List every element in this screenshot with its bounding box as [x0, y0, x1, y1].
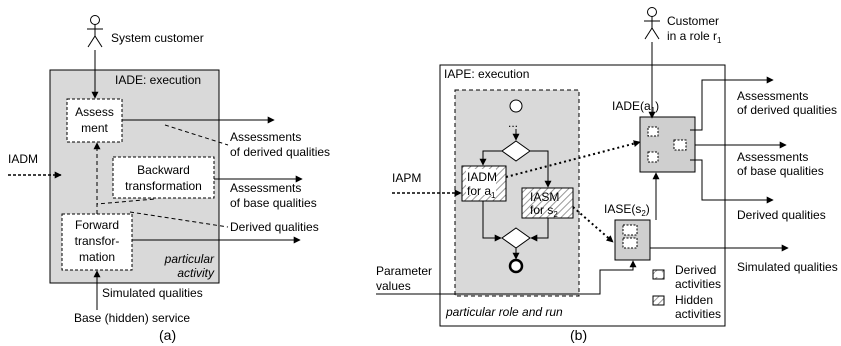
base-assessment-label-1: Assessments — [737, 150, 808, 164]
particular-activity-label-1: particular — [164, 252, 215, 266]
simulated-qualities-label: Simulated qualities — [737, 260, 838, 274]
iasm-for-s2-box — [521, 187, 574, 219]
base-service-label: Base (hidden) service — [74, 311, 190, 325]
derived-assessment-output — [690, 76, 774, 131]
assessment-box — [66, 98, 123, 143]
panel-b: Customer in a role r1 IAPE: execution ..… — [376, 7, 838, 343]
iadm-label-2: for a1 — [467, 184, 496, 200]
base-assessment-label-2: of base qualities — [230, 196, 317, 210]
iade-a1-box — [639, 116, 696, 173]
forward-label-1: Forward — [75, 218, 119, 232]
derived-qualities-label: Derived qualities — [737, 208, 826, 222]
legend-hidden-label-1: Hidden — [675, 293, 713, 307]
iadm-input-label: IADM — [8, 152, 38, 166]
legend-hidden-label-2: activities — [675, 307, 721, 321]
caption-a: (a) — [159, 327, 176, 343]
end-node — [508, 258, 524, 274]
forward-label-3: mation — [79, 250, 115, 264]
iasm-label-1: IASM — [530, 190, 559, 204]
legend-derived-label-2: activities — [675, 277, 721, 291]
system-customer-actor-icon — [87, 15, 103, 48]
particular-role-run-label: particular role and run — [445, 305, 563, 319]
customer-label-1: Customer — [667, 14, 719, 28]
forward-to-backward-flow — [96, 198, 156, 214]
iasm-label-2: for s2 — [530, 203, 558, 219]
customer-actor-icon — [644, 7, 660, 40]
ellipsis: ... — [508, 116, 518, 130]
system-customer-label: System customer — [111, 31, 204, 45]
split-diamond — [501, 140, 531, 162]
derived-assessment-label-1: Assessments — [230, 130, 301, 144]
derived-assessment-label-1: Assessments — [737, 89, 808, 103]
particular-activity-label-2: activity — [177, 266, 215, 280]
process-flow: ... — [479, 99, 552, 274]
iadm-label-1: IADM — [467, 170, 497, 184]
derived-qualities-pointer — [129, 211, 229, 228]
iape-execution-title: IAPE: execution — [444, 67, 529, 81]
base-assessment-label-1: Assessments — [230, 181, 301, 195]
simulated-qualities-label: Simulated qualities — [102, 286, 203, 300]
iase-s2-label: IASE(s2) — [604, 202, 650, 218]
start-node — [509, 99, 523, 113]
legend-hidden-swatch — [652, 295, 665, 306]
derived-assessment-label-2: of derived qualities — [230, 145, 330, 159]
iade-execution-title: IADE: execution — [115, 73, 201, 87]
backward-label-1: Backward — [137, 163, 190, 177]
backward-label-2: transformation — [125, 179, 202, 193]
assessment-label-2: ment — [81, 121, 108, 135]
caption-b: (b) — [570, 327, 587, 343]
forward-label-2: transfor- — [75, 234, 120, 248]
parameter-values-label-2: values — [376, 279, 411, 293]
panel-a: System customer IADE: execution Assess m… — [8, 15, 330, 343]
iadm-to-iade-link — [505, 140, 641, 178]
assessment-label-1: Assess — [75, 105, 114, 119]
backward-transformation-box — [112, 156, 215, 199]
base-assessment-label-2: of base qualities — [737, 164, 824, 178]
iapm-input-label: IAPM — [392, 171, 421, 185]
customer-label-2: in a role r1 — [667, 29, 722, 45]
derived-qualities-output — [690, 159, 774, 204]
parameter-values-arrow — [376, 260, 637, 295]
forward-transformation-box — [61, 213, 133, 271]
iasm-to-iase-link — [572, 206, 614, 243]
parameter-values-label-1: Parameter — [376, 264, 432, 278]
iade-a1-label: IADE(a1) — [612, 99, 659, 115]
derived-assessment-label-2: of derived qualities — [737, 103, 837, 117]
legend-derived-label-1: Derived — [675, 263, 716, 277]
derived-qualities-label: Derived qualities — [230, 220, 319, 234]
